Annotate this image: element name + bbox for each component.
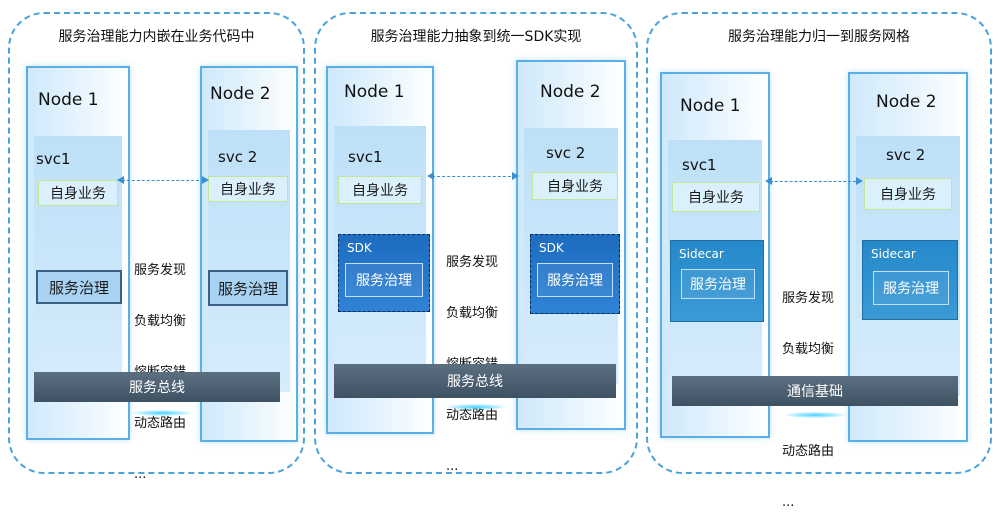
feature-item: 负载均衡 xyxy=(446,306,499,321)
feature-list: 服务发现 负载均衡 熔断容错 动态路由 ... xyxy=(134,228,186,500)
governance-box: 服务治理 xyxy=(537,263,613,297)
feature-item: 动态路由 xyxy=(134,416,187,431)
panel-sdk: 服务治理能力抽象到统一SDK实现 xyxy=(314,12,638,474)
node-label: Node 1 xyxy=(680,96,741,116)
sdk-label: SDK xyxy=(347,241,372,255)
feature-item: ... xyxy=(134,467,147,482)
connection-line xyxy=(432,176,516,177)
sdk-box: SDK 服务治理 xyxy=(530,234,620,314)
feature-item: 服务发现 xyxy=(446,255,499,270)
feature-item: 服务发现 xyxy=(782,291,835,306)
connection-line xyxy=(770,181,856,182)
service-bus: 服务总线 xyxy=(34,372,280,402)
service-band xyxy=(34,136,122,392)
arrow-right-icon xyxy=(856,177,863,185)
panel-service-mesh: 服务治理能力归一到服务网格 xyxy=(646,12,992,474)
own-business-box: 自身业务 xyxy=(532,172,618,200)
feature-item: ... xyxy=(446,459,459,474)
sdk-label: SDK xyxy=(539,241,564,255)
arrow-right-icon xyxy=(512,172,519,180)
governance-box: 服务治理 xyxy=(681,269,755,299)
arrow-left-icon xyxy=(117,176,124,184)
node-label: Node 2 xyxy=(540,82,601,102)
governance-box: 服务治理 xyxy=(208,270,288,306)
sidecar-label: Sidecar xyxy=(871,247,916,261)
bus-glow xyxy=(132,410,192,416)
node-1: Node 1 svc1 自身业务 服务治理 xyxy=(26,66,130,440)
governance-box: 服务治理 xyxy=(36,270,122,304)
feature-item: 负载均衡 xyxy=(134,314,187,329)
own-business-box: 自身业务 xyxy=(338,176,422,204)
node-label: Node 1 xyxy=(344,82,405,102)
sidecar-box: Sidecar 服务治理 xyxy=(670,240,764,322)
governance-box: 服务治理 xyxy=(873,271,949,305)
own-business-box: 自身业务 xyxy=(208,176,288,202)
connection-line xyxy=(122,180,204,181)
feature-list: 服务发现 负载均衡 熔断容错 动态路由 ... xyxy=(446,220,498,492)
sdk-box: SDK 服务治理 xyxy=(338,234,430,312)
arrow-left-icon xyxy=(427,172,434,180)
governance-box: 服务治理 xyxy=(345,263,423,297)
bus-glow xyxy=(784,412,846,418)
feature-item: 动态路由 xyxy=(446,408,499,423)
feature-item: 服务发现 xyxy=(134,263,187,278)
service-band xyxy=(208,130,290,392)
service-bus: 服务总线 xyxy=(334,364,616,398)
bus-glow xyxy=(446,404,506,410)
service-label: svc1 xyxy=(348,148,383,166)
service-label: svc1 xyxy=(682,156,717,174)
sidecar-label: Sidecar xyxy=(679,247,724,261)
own-business-box: 自身业务 xyxy=(672,182,760,212)
feature-item: 动态路由 xyxy=(782,444,835,459)
panel-title: 服务治理能力内嵌在业务代码中 xyxy=(58,29,255,45)
service-label: svc 2 xyxy=(546,144,586,162)
panel-title: 服务治理能力归一到服务网格 xyxy=(728,29,910,45)
own-business-box: 自身业务 xyxy=(38,180,118,206)
communication-base: 通信基础 xyxy=(672,376,958,406)
service-label: svc 2 xyxy=(886,146,926,164)
node-label: Node 2 xyxy=(210,84,271,104)
sidecar-box: Sidecar 服务治理 xyxy=(862,240,958,320)
panel-title: 服务治理能力抽象到统一SDK实现 xyxy=(370,29,582,45)
feature-item: ... xyxy=(782,495,795,510)
panel-embedded: 服务治理能力内嵌在业务代码中 xyxy=(8,12,305,474)
own-business-box: 自身业务 xyxy=(864,178,952,210)
node-label: Node 2 xyxy=(876,92,937,112)
arrow-left-icon xyxy=(765,177,772,185)
feature-item: 负载均衡 xyxy=(782,342,835,357)
arrow-right-icon xyxy=(202,176,209,184)
service-label: svc1 xyxy=(36,150,71,168)
node-label: Node 1 xyxy=(38,90,99,110)
service-label: svc 2 xyxy=(218,148,258,166)
